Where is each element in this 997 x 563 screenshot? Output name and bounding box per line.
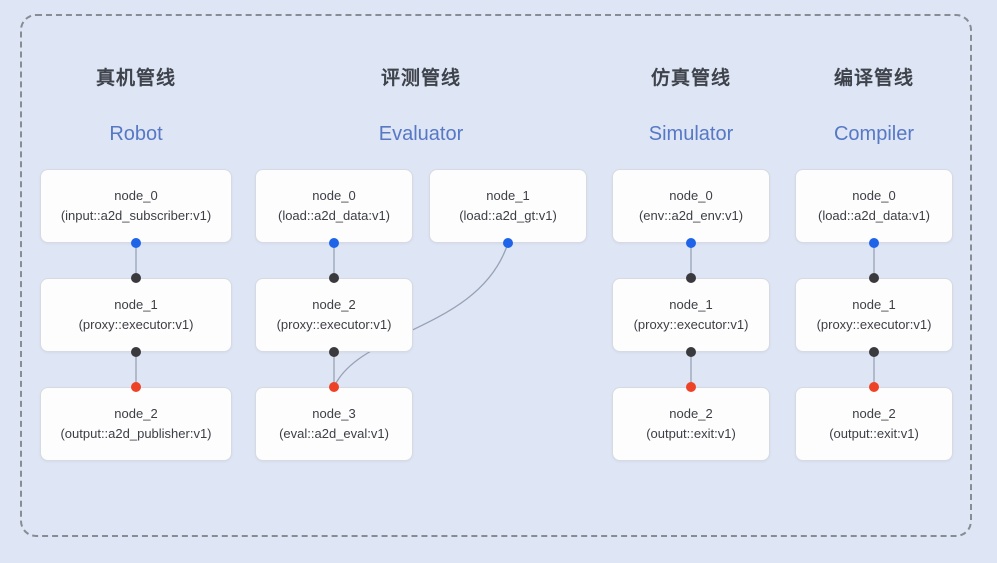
- node-type-label: (proxy::executor:v1): [78, 317, 194, 332]
- node-type-label: (output::exit:v1): [646, 426, 736, 441]
- node-card-compiler-node_1: node_1(proxy::executor:v1): [795, 278, 953, 352]
- node-name-label: node_1: [114, 297, 158, 312]
- pipeline-subtitle-robot: Robot: [109, 123, 163, 145]
- node-name-label: node_3: [312, 406, 356, 421]
- node-type-label: (proxy::executor:v1): [276, 317, 392, 332]
- node-type-label: (load::a2d_data:v1): [277, 208, 391, 223]
- pipeline-title-robot: 真机管线: [95, 68, 176, 89]
- node-card-compiler-node_2: node_2(output::exit:v1): [795, 387, 953, 461]
- node-type-label: (proxy::executor:v1): [633, 317, 749, 332]
- node-card-robot-node_0: node_0(input::a2d_subscriber:v1): [40, 169, 232, 243]
- node-name-label: node_2: [669, 406, 713, 421]
- node-type-label: (load::a2d_data:v1): [817, 208, 931, 223]
- node-card-robot-node_2: node_2(output::a2d_publisher:v1): [40, 387, 232, 461]
- node-card-simulator-node_1: node_1(proxy::executor:v1): [612, 278, 770, 352]
- node-type-label: (input::a2d_subscriber:v1): [60, 208, 212, 223]
- node-type-label: (output::a2d_publisher:v1): [60, 426, 212, 441]
- node-name-label: node_0: [312, 188, 356, 203]
- dashed-frame: [20, 14, 972, 537]
- node-name-label: node_1: [669, 297, 713, 312]
- node-type-label: (output::exit:v1): [829, 426, 919, 441]
- node-card-simulator-node_2: node_2(output::exit:v1): [612, 387, 770, 461]
- pipeline-subtitle-compiler: Compiler: [833, 123, 915, 145]
- pipeline-subtitle-simulator: Simulator: [648, 123, 734, 145]
- node-card-evaluator-node_1: node_1(load::a2d_gt:v1): [429, 169, 587, 243]
- node-name-label: node_0: [669, 188, 713, 203]
- pipeline-title-simulator: 仿真管线: [650, 68, 731, 89]
- node-card-evaluator-node_2: node_2(proxy::executor:v1): [255, 278, 413, 352]
- node-type-label: (env::a2d_env:v1): [638, 208, 744, 223]
- node-card-robot-node_1: node_1(proxy::executor:v1): [40, 278, 232, 352]
- node-name-label: node_0: [852, 188, 896, 203]
- node-name-label: node_1: [852, 297, 896, 312]
- pipeline-title-compiler: 编译管线: [833, 68, 914, 89]
- node-card-evaluator-node_0: node_0(load::a2d_data:v1): [255, 169, 413, 243]
- pipeline-subtitle-evaluator: Evaluator: [378, 123, 464, 145]
- node-card-evaluator-node_3: node_3(eval::a2d_eval:v1): [255, 387, 413, 461]
- node-name-label: node_1: [486, 188, 530, 203]
- node-name-label: node_2: [114, 406, 158, 421]
- node-type-label: (eval::a2d_eval:v1): [279, 426, 389, 441]
- node-name-label: node_2: [852, 406, 896, 421]
- node-card-compiler-node_0: node_0(load::a2d_data:v1): [795, 169, 953, 243]
- node-type-label: (proxy::executor:v1): [816, 317, 932, 332]
- pipeline-title-evaluator: 评测管线: [380, 68, 461, 89]
- node-name-label: node_0: [114, 188, 158, 203]
- node-name-label: node_2: [312, 297, 356, 312]
- node-card-simulator-node_0: node_0(env::a2d_env:v1): [612, 169, 770, 243]
- node-type-label: (load::a2d_gt:v1): [459, 208, 557, 223]
